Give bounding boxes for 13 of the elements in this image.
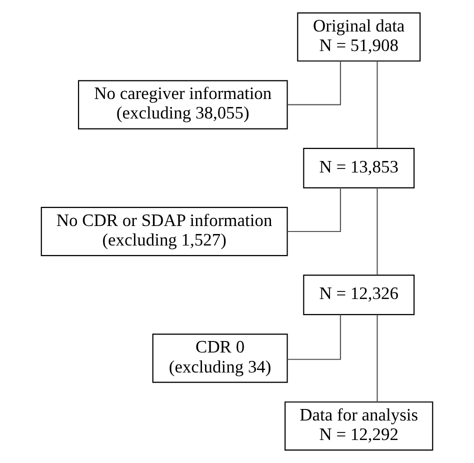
connector bbox=[287, 314, 342, 360]
node-box: Original data N = 51,908 bbox=[297, 12, 421, 62]
connector bbox=[288, 61, 342, 106]
node-box: N = 13,853 bbox=[303, 148, 415, 188]
node-box: Data for analysis N = 12,292 bbox=[284, 401, 434, 451]
node-box: CDR 0 (excluding 34) bbox=[152, 334, 288, 383]
node-box: No caregiver information (excluding 38,055) bbox=[78, 80, 288, 130]
connector bbox=[376, 314, 378, 402]
connector bbox=[376, 61, 378, 148]
connector bbox=[288, 188, 342, 232]
connector bbox=[376, 188, 378, 275]
node-box: N = 12,326 bbox=[303, 274, 415, 316]
node-box: No CDR or SDAP information (excluding 1,527) bbox=[40, 206, 288, 256]
